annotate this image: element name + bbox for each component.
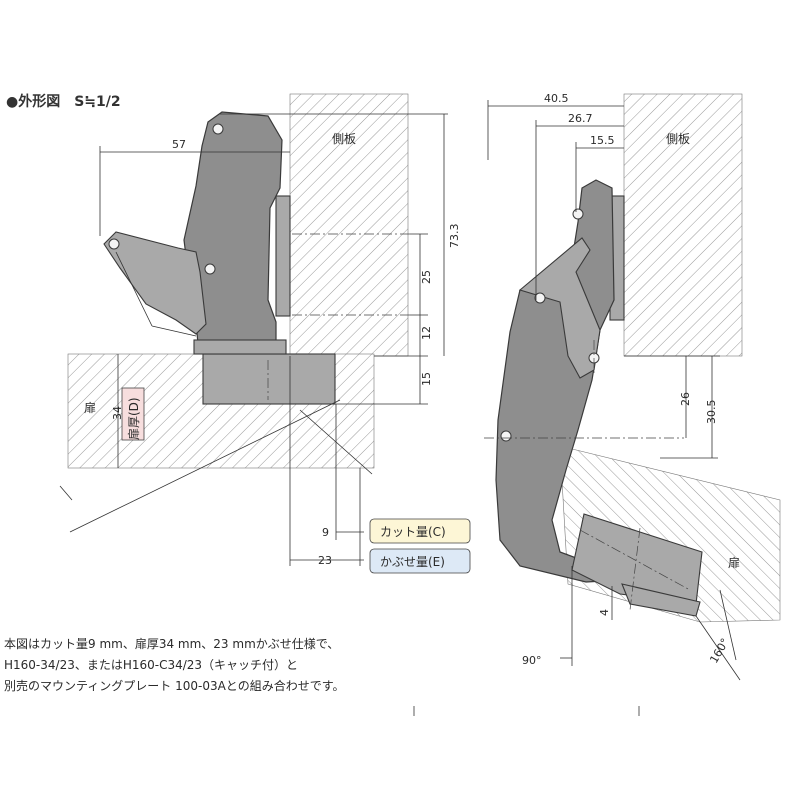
dim-mount-span: 25 (420, 270, 433, 284)
left-door-label: 扉 (84, 401, 96, 415)
left-side-panel (289, 93, 409, 357)
right-side-panel (623, 93, 743, 357)
figure-title: ●外形図 S≒1/2 (6, 93, 121, 110)
left-view: 側板 扉 扉厚(D) 57 73.3 (59, 93, 471, 574)
door-thickness-box (121, 387, 145, 441)
dim-door-thickness: 34 (111, 406, 124, 420)
dim-gap: 4 (598, 609, 611, 616)
dim-height-total: 73.3 (448, 224, 461, 249)
legend-cut-box (369, 518, 471, 544)
angle-open: 160° (707, 636, 732, 665)
legend-cut-label: カット量(C) (380, 525, 446, 539)
right-pivot-hole-lower (500, 430, 512, 442)
note-line-3: 別売のマウンティングプレート 100-03Aとの組み合わせです。 (4, 679, 345, 693)
dim-arm-length: 57 (172, 138, 186, 151)
left-side-panel-label: 側板 (332, 132, 356, 146)
dim-overlay: 23 (318, 554, 332, 567)
right-side-panel-label: 側板 (666, 132, 690, 146)
dim-w3: 15.5 (590, 134, 615, 147)
note-line-2: H160-34/23、またはH160-C34/23（キャッチ付）と (4, 658, 299, 672)
legend-overlay-label: かぶせ量(E) (380, 555, 445, 569)
note-line-1: 本図はカット量9 mm、扉厚34 mm、23 mmかぶせ仕様で、 (4, 637, 340, 651)
left-pivot-hole-mid (204, 263, 216, 275)
left-mounting-plate (275, 195, 291, 317)
legend-overlay-box (369, 548, 471, 574)
left-pivot-hole-top (212, 123, 224, 135)
dim-w1: 40.5 (544, 92, 569, 105)
left-pivot-hole-link (108, 238, 120, 250)
dim-cut-amount: 9 (322, 526, 329, 539)
left-hinge-cup (202, 353, 336, 405)
note-text: 本図はカット量9 mm、扉厚34 mm、23 mmかぶせ仕様で、 H160-34… (4, 634, 424, 697)
left-hinge-base (193, 339, 287, 355)
door-thickness-label: 扉厚(D) (127, 397, 141, 440)
right-pivot-hole-arm (534, 292, 546, 304)
left-hinge-link (103, 231, 207, 335)
right-view: 側板 扉 40.5 26.7 15.5 (484, 92, 781, 681)
angle-closed: 90° (522, 654, 542, 667)
right-door-label: 扉 (728, 556, 740, 570)
dim-w2: 26.7 (568, 112, 593, 125)
dim-plate-offset: 12 (420, 326, 433, 340)
left-hinge-arm (183, 111, 283, 345)
dim-h2: 30.5 (705, 400, 718, 425)
right-hinge-link (518, 237, 601, 379)
dim-cup-depth: 15 (420, 372, 433, 386)
right-pivot-hole-top (572, 208, 584, 220)
dim-h1: 26 (679, 392, 692, 406)
